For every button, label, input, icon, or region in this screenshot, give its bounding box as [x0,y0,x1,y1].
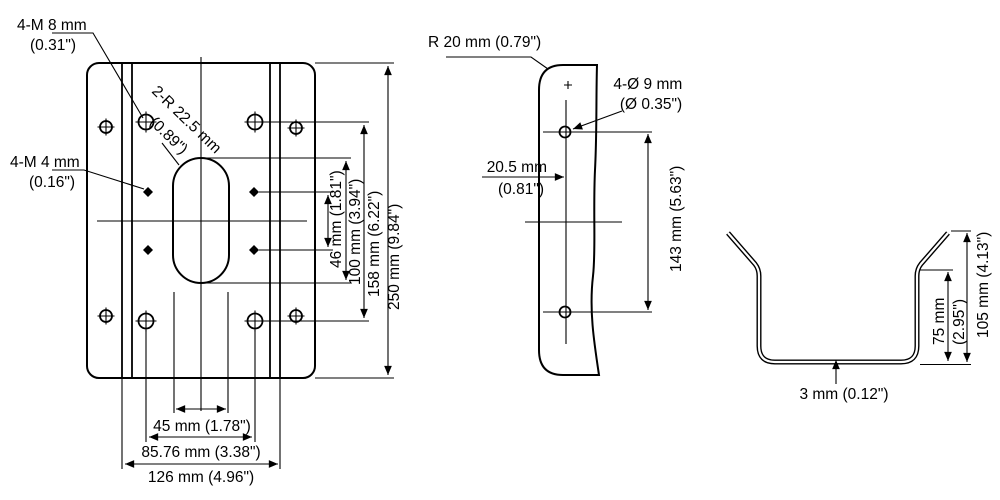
side-centerlines [525,100,622,344]
centerlines [97,57,307,411]
leader-m8 [52,32,144,119]
dim-105-label: 105 mm (4.13") [975,232,992,338]
dim-46-label: 46 mm (1.81") [328,170,345,268]
leader-r20 [446,56,549,70]
dim-205-label: 20.5 mm (0.81") [487,159,552,198]
label-m4: 4-M 4 mm (0.16") [10,154,84,191]
profile-view: 75 mm (2.95") 105 mm (4.13") 3 mm (0.12"… [726,230,992,403]
plus-mark [564,81,572,89]
dim-250-label: 250 mm (9.84") [386,204,403,310]
extension-lines-right [201,62,394,379]
label-m8: 4-M 8 mm (0.31") [17,17,91,54]
dimension-lines [125,66,392,468]
dim-143-label: 143 mm (5.63") [668,166,685,272]
flange-holes [97,118,305,325]
extension-lines-bottom [121,292,281,469]
dim-45-label: 45 mm (1.78") [153,418,251,435]
dim-85-label: 85.76 mm (3.38") [141,444,260,461]
dim-126-label: 126 mm (4.96") [148,469,254,486]
leader-m4 [52,169,145,190]
side-extension-lines [543,131,652,313]
leader-hole-dia [572,110,623,130]
side-outline [538,64,601,376]
profile-extension-lines [920,230,971,366]
dim-3-label: 3 mm (0.12") [799,386,888,403]
side-view: R 20 mm (0.79") 4-Ø 9 mm (Ø 0.35") 20.5 … [428,34,686,376]
dim-75-label: 75 mm (2.95") [931,293,968,345]
m4-holes [143,187,259,255]
dim-158-label: 158 mm (6.22") [366,191,383,297]
label-hole-dia: 4-Ø 9 mm (Ø 0.35") [613,76,686,113]
leader-slot-radius [161,142,180,166]
front-view: 4-M 8 mm (0.31") 4-M 4 mm (0.16") 2-R 22… [10,17,403,486]
dim-100-label: 100 mm (3.94") [347,179,364,285]
label-r20: R 20 mm (0.79") [428,34,541,51]
channel-profile [726,231,950,365]
